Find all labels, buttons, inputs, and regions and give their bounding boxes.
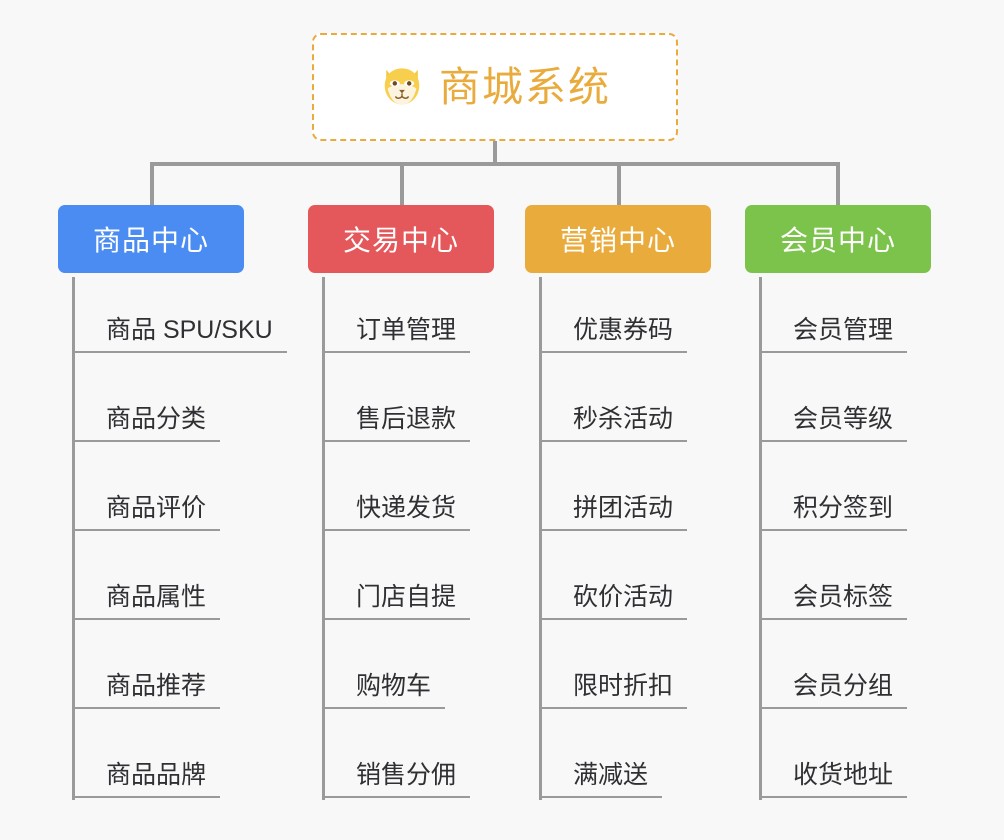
branch-column-1: 商品中心 商品 SPU/SKU 商品分类商品评价商品属性商品推荐商品品牌 [58,205,287,800]
leaf-item[interactable]: 商品分类 [72,405,221,442]
branch-trunk-2 [322,277,325,800]
root-title: 商城系统 [439,63,611,110]
leaf-item[interactable]: 商品 SPU/SKU [72,316,287,353]
leaf-item[interactable]: 门店自提 [322,583,471,620]
dog-face-icon [384,68,420,105]
connector-drop-1 [150,162,154,207]
leaf-item[interactable]: 会员标签 [759,583,908,620]
branch-trunk-4 [759,277,762,800]
leaf-item[interactable]: 商品品牌 [72,761,221,798]
connector-drop-4 [836,162,840,207]
branch-header-label-3: 营销中心 [559,225,676,256]
branch-column-4: 会员中心 会员管理会员等级积分签到会员标签会员分组收货地址 [745,205,931,800]
branch-header-1[interactable]: 商品中心 [58,205,244,273]
leaf-item[interactable]: 商品属性 [72,583,221,620]
leaf-item[interactable]: 满减送 [539,761,663,798]
branch-trunk-3 [539,277,542,800]
leaf-item[interactable]: 收货地址 [759,761,908,798]
leaf-item[interactable]: 秒杀活动 [539,405,688,442]
connector-drop-2 [400,162,404,207]
leaf-item[interactable]: 优惠券码 [539,316,688,353]
leaf-item[interactable]: 砍价活动 [539,583,688,620]
leaf-item[interactable]: 会员管理 [759,316,908,353]
leaf-item[interactable]: 拼团活动 [539,494,688,531]
connector-horizontal-bar [150,162,840,166]
leaf-item[interactable]: 会员等级 [759,405,908,442]
leaf-item[interactable]: 商品评价 [72,494,221,531]
branch-column-2: 交易中心 订单管理售后退款快递发货门店自提购物车销售分佣 [308,205,494,800]
branch-header-2[interactable]: 交易中心 [308,205,494,273]
leaf-item[interactable]: 售后退款 [322,405,471,442]
connector-stem [493,141,497,165]
branch-header-label-1: 商品中心 [92,225,209,256]
branch-header-3[interactable]: 营销中心 [525,205,711,273]
branch-trunk-1 [72,277,75,800]
branch-column-3: 营销中心 优惠券码秒杀活动拼团活动砍价活动限时折扣满减送 [525,205,711,800]
branch-header-label-2: 交易中心 [342,225,459,256]
branch-header-label-4: 会员中心 [779,225,896,256]
leaf-item[interactable]: 会员分组 [759,672,908,709]
connector-drop-3 [617,162,621,207]
leaf-item[interactable]: 购物车 [322,672,446,709]
leaf-item[interactable]: 积分签到 [759,494,908,531]
branch-header-4[interactable]: 会员中心 [745,205,931,273]
leaf-item[interactable]: 销售分佣 [322,761,471,798]
leaf-item[interactable]: 限时折扣 [539,672,688,709]
leaf-item[interactable]: 商品推荐 [72,672,221,709]
leaf-item[interactable]: 订单管理 [322,316,471,353]
root-node[interactable]: 商城系统 [312,33,678,141]
leaf-item[interactable]: 快递发货 [322,494,471,531]
